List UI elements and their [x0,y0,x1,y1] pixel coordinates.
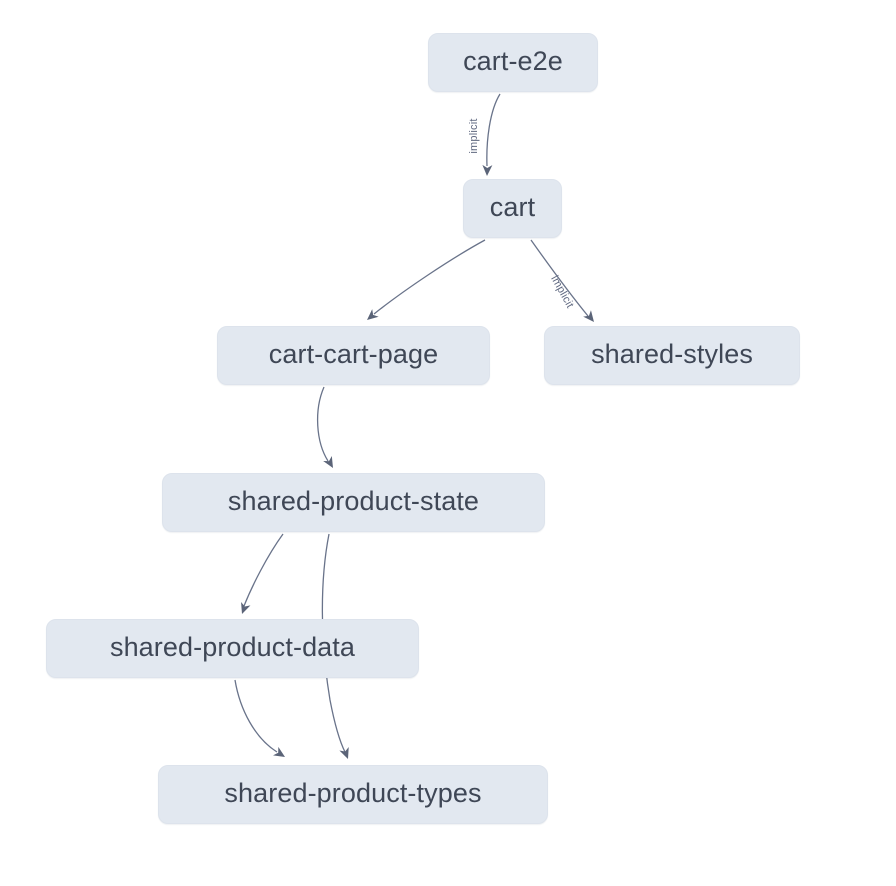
graph-edge [367,239,486,320]
graph-edge [321,533,349,759]
graph-node-shared-product-types[interactable]: shared-product-types [158,765,548,824]
edge-label: implicit [468,118,480,153]
edge-arrowhead-icon [482,164,493,176]
graph-node-cart-cart-page[interactable]: cart-cart-page [217,326,490,385]
graph-edge [241,533,284,614]
graph-node-cart[interactable]: cart [463,179,562,238]
edge-label: implicit [548,274,576,311]
edge-line [486,93,501,167]
graph-edge [316,386,333,468]
graph-node-label: shared-product-types [224,778,482,808]
graph-node-shared-styles[interactable]: shared-styles [544,326,800,385]
graph-node-label: shared-product-state [227,486,480,516]
edge-arrowhead-icon [323,455,333,468]
edge-line [316,386,329,462]
graph-node-shared-product-data[interactable]: shared-product-data [46,619,419,678]
edge-line [373,239,486,315]
graph-node-label: cart-cart-page [268,339,439,369]
graph-node-cart-e2e[interactable]: cart-e2e [428,33,598,92]
edge-line [321,533,346,753]
edge-arrowhead-icon [273,746,285,757]
edge-arrowhead-icon [367,309,379,320]
graph-node-label: cart-e2e [463,46,563,76]
graph-edge [234,679,285,757]
edge-arrowhead-icon [339,746,349,759]
graph-node-label: cart [489,192,536,222]
graph-edge: implicit [530,239,594,322]
edge-line [234,679,278,753]
edge-arrowhead-icon [583,310,594,322]
edge-arrowhead-icon [241,601,251,614]
graph-node-label: shared-styles [591,339,753,369]
edge-line [243,533,284,607]
graph-edge: implicit [468,93,501,176]
graph-node-label: shared-product-data [109,632,356,662]
graph-node-shared-product-state[interactable]: shared-product-state [162,473,545,532]
edge-line [530,239,589,317]
